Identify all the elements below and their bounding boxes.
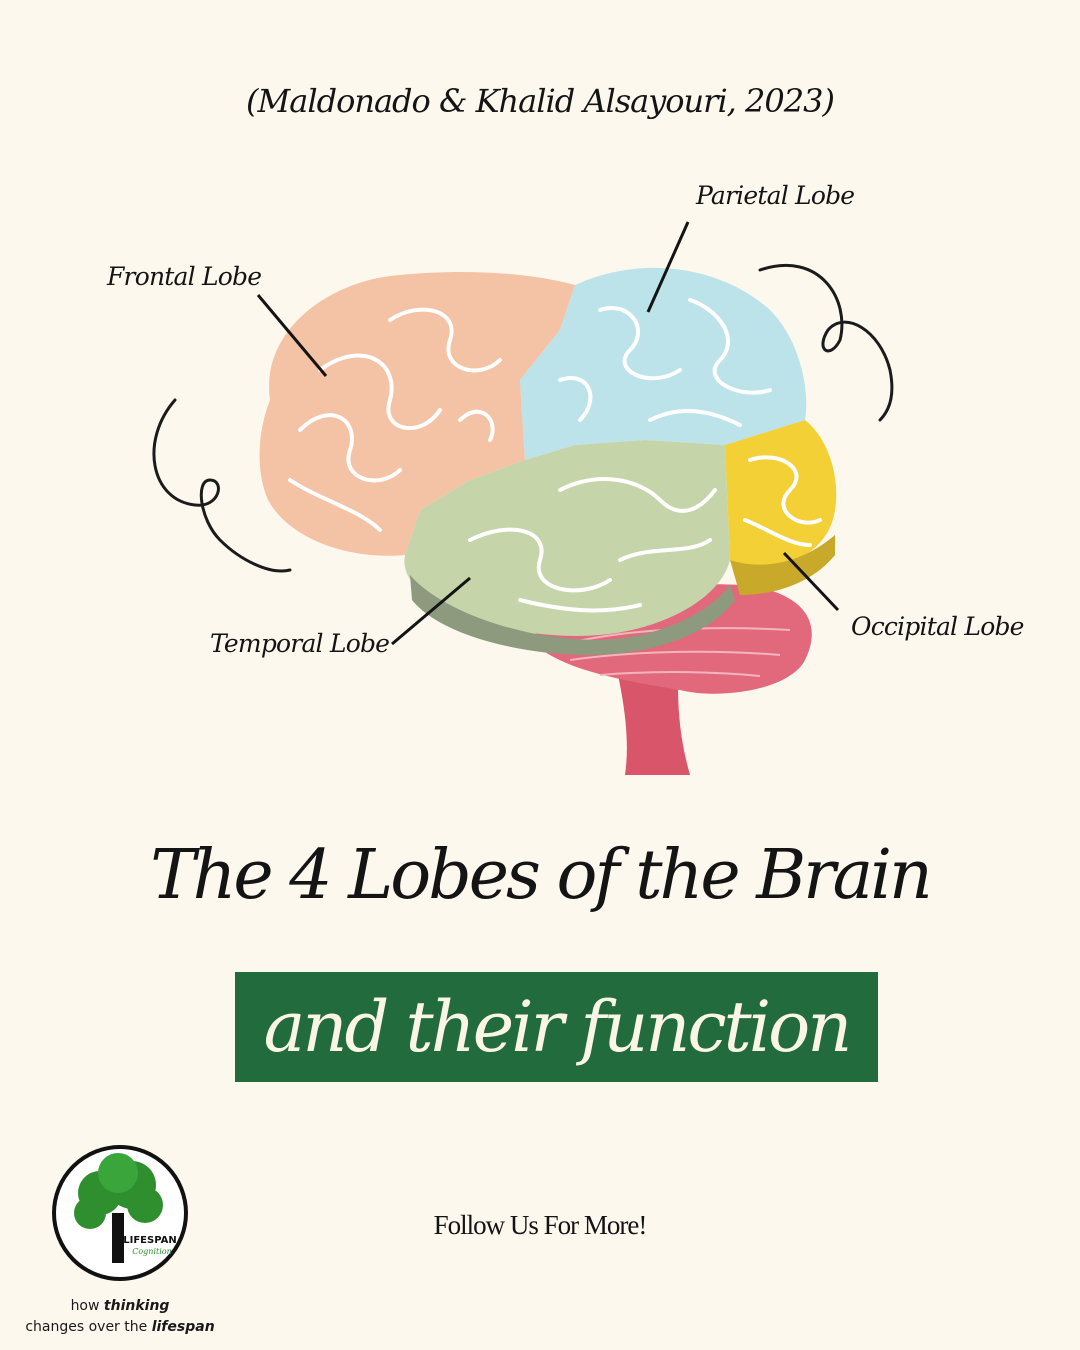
occipital-pointer — [782, 551, 840, 612]
frontal-lobe — [259, 272, 575, 556]
tagline-1-em: thinking — [103, 1298, 170, 1314]
temporal-pointer — [391, 576, 471, 646]
swirl-right-decoration — [758, 263, 894, 422]
frontal-lobe-label: Frontal Lobe — [107, 262, 262, 291]
logo-tagline: how thinking changes over the lifespan — [10, 1296, 230, 1338]
temporal-lobe-label: Temporal Lobe — [210, 629, 390, 658]
occipital-lobe-label: Occipital Lobe — [851, 612, 1024, 641]
logo-name: LIFESPAN — [123, 1235, 176, 1246]
subtitle-banner: and their function — [235, 972, 878, 1082]
follow-cta[interactable]: Follow Us For More! — [433, 1210, 648, 1240]
citation: (Maldonado & Khalid Alsayouri, 2023) — [246, 82, 835, 120]
parietal-pointer — [646, 221, 690, 313]
page-title: The 4 Lobes of the Brain — [150, 836, 933, 915]
tagline-2-pre: changes over the — [25, 1319, 152, 1335]
subtitle: and their function — [263, 986, 853, 1068]
tagline-2-em: lifespan — [151, 1319, 215, 1335]
parietal-lobe-label: Parietal Lobe — [696, 181, 855, 210]
frontal-pointer — [256, 294, 328, 377]
swirl-left-decoration — [152, 398, 292, 573]
brain-illustration — [152, 221, 894, 775]
lifespan-logo[interactable]: LIFESPAN Cognition — [50, 1143, 190, 1283]
tree-icon — [74, 1153, 163, 1263]
parietal-lobe — [520, 267, 807, 460]
logo-sub: Cognition — [132, 1247, 172, 1256]
tagline-1-pre: how — [70, 1298, 104, 1314]
